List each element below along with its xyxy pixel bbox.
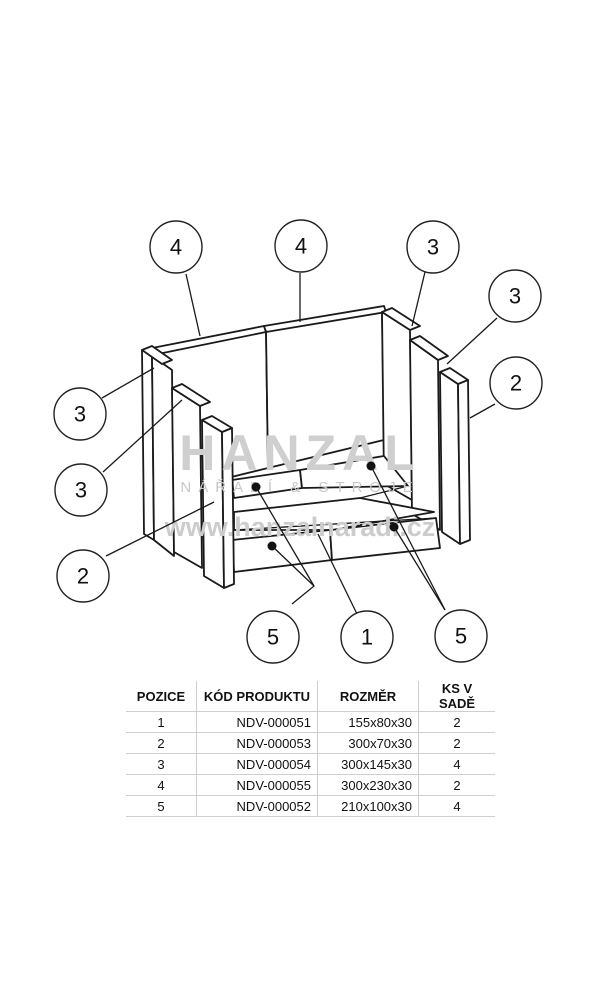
svg-text:5: 5 — [267, 625, 279, 650]
header-kod-produktu: KÓD PRODUKTU — [196, 681, 318, 712]
cell-pozice: 4 — [126, 774, 197, 796]
cell-ks: 4 — [418, 753, 495, 775]
table-row: 1 NDV-000051 155x80x30 2 — [126, 711, 495, 733]
right-board-mid-top — [409, 335, 449, 361]
table-header-row: POZICE KÓD PRODUKTU ROZMĚR KS V SADĚ — [126, 681, 495, 712]
cell-pozice: 2 — [126, 732, 197, 754]
table-row: 4 NDV-000055 300x230x30 2 — [126, 774, 495, 796]
callout-2-left: 2 — [56, 549, 110, 603]
right-board-back-top — [381, 307, 421, 331]
cell-rozmer: 300x145x30 — [317, 753, 419, 775]
callout-3-right: 3 — [488, 269, 542, 323]
table-row: 3 NDV-000054 300x145x30 4 — [126, 753, 495, 775]
callout-2-right: 2 — [489, 356, 543, 410]
cell-rozmer: 300x230x30 — [317, 774, 419, 796]
svg-text:3: 3 — [427, 235, 439, 260]
cell-rozmer: 210x100x30 — [317, 795, 419, 817]
cell-kod: NDV-000054 — [196, 753, 318, 775]
cell-kod: NDV-000051 — [196, 711, 318, 733]
watermark: HANZAL NÁŘADÍ & STROJE www.hanzalnaradi.… — [164, 425, 436, 542]
cell-pozice: 1 — [126, 711, 197, 733]
callout-4-mid: 4 — [274, 219, 328, 273]
bottom-board-front-right — [329, 517, 441, 561]
table-row: 5 NDV-000052 210x100x30 4 — [126, 795, 495, 817]
header-rozmer: ROZMĚR — [317, 681, 419, 712]
svg-text:2: 2 — [510, 371, 522, 396]
callout-3-top-right: 3 — [406, 220, 460, 274]
svg-text:3: 3 — [509, 284, 521, 309]
dot-5a — [251, 482, 261, 492]
left-side-boards — [141, 345, 211, 569]
cell-ks: 2 — [418, 732, 495, 754]
callout-5-bottom-left: 5 — [246, 610, 300, 664]
callout-5-bottom-right: 5 — [434, 609, 488, 663]
cell-kod: NDV-000053 — [196, 732, 318, 754]
cell-kod: NDV-000052 — [196, 795, 318, 817]
cell-rozmer: 300x70x30 — [317, 732, 419, 754]
left-front-board — [201, 415, 235, 589]
callouts: 4 4 3 3 2 3 3 2 5 1 5 — [53, 219, 543, 664]
svg-text:1: 1 — [361, 625, 373, 650]
cell-ks: 2 — [418, 774, 495, 796]
cell-rozmer: 155x80x30 — [317, 711, 419, 733]
svg-text:3: 3 — [74, 402, 86, 427]
cell-kod: NDV-000055 — [196, 774, 318, 796]
right-board-front-top — [439, 367, 469, 385]
table-row: 2 NDV-000053 300x70x30 2 — [126, 732, 495, 754]
header-ks-v-sade: KS V SADĚ — [418, 681, 495, 712]
cell-ks: 2 — [418, 711, 495, 733]
watermark-tagline: NÁŘADÍ & STROJE — [180, 479, 419, 496]
leader-lines — [101, 271, 498, 615]
assembly-diagram: HANZAL NÁŘADÍ & STROJE www.hanzalnaradi.… — [53, 219, 543, 664]
cell-pozice: 3 — [126, 753, 197, 775]
svg-text:2: 2 — [77, 564, 89, 589]
right-board-front-side — [457, 379, 471, 545]
left-front-board-top — [201, 415, 233, 433]
left-board-back-face — [151, 355, 175, 557]
cell-ks: 4 — [418, 795, 495, 817]
watermark-brand: HANZAL — [179, 425, 421, 481]
header-pozice: POZICE — [126, 681, 197, 712]
callout-3-left-b: 3 — [54, 463, 108, 517]
right-side-boards — [381, 307, 471, 545]
svg-text:3: 3 — [75, 478, 87, 503]
svg-text:4: 4 — [170, 235, 182, 260]
svg-text:4: 4 — [295, 234, 307, 259]
svg-text:5: 5 — [455, 624, 467, 649]
cell-pozice: 5 — [126, 795, 197, 817]
left-board-mid-top — [171, 383, 211, 407]
left-board-back-top — [141, 345, 173, 365]
callout-4-left: 4 — [149, 220, 203, 274]
right-board-front — [439, 371, 461, 545]
callout-1-bottom: 1 — [340, 610, 394, 664]
parts-table: POZICE KÓD PRODUKTU ROZMĚR KS V SADĚ 1 N… — [126, 681, 495, 817]
bottom-boards — [231, 455, 441, 573]
callout-3-left-a: 3 — [53, 387, 107, 441]
